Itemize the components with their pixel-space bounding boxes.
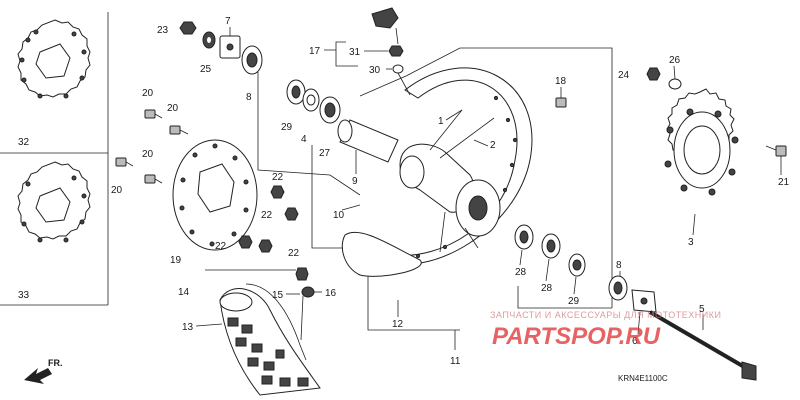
label-12: 12 <box>392 319 404 330</box>
nut-23[interactable] <box>179 21 197 35</box>
label-10: 10 <box>333 210 345 221</box>
rear-axle-5[interactable] <box>648 310 757 381</box>
alt-disc-inset <box>0 12 109 306</box>
label-9: 9 <box>352 176 358 187</box>
label-18: 18 <box>555 76 567 87</box>
label-33: 33 <box>18 290 30 301</box>
label-32: 32 <box>18 137 30 148</box>
label-13: 13 <box>182 322 194 333</box>
nut-22-b[interactable] <box>284 207 299 221</box>
tube-14[interactable] <box>205 269 307 361</box>
valve-washer-30[interactable] <box>392 64 404 74</box>
rim-lock-16[interactable] <box>300 286 315 341</box>
label-7: 7 <box>225 16 231 27</box>
collar-25[interactable] <box>202 31 216 49</box>
label-29-right: 29 <box>568 296 580 307</box>
washer-26[interactable] <box>668 78 682 90</box>
nut-22-d[interactable] <box>258 239 273 253</box>
valve-nut-15[interactable] <box>295 267 309 281</box>
label-8-right: 8 <box>616 260 622 271</box>
label-5: 5 <box>699 304 705 315</box>
label-22-a: 22 <box>272 172 284 183</box>
adjuster-6[interactable] <box>631 289 657 313</box>
label-22-c: 22 <box>215 241 227 252</box>
label-15: 15 <box>272 290 284 301</box>
label-3: 3 <box>688 237 694 248</box>
front-direction-arrow: FR. <box>24 358 63 384</box>
label-20-d: 20 <box>111 185 123 196</box>
bolt-20-a[interactable] <box>144 109 163 119</box>
bolt-18[interactable] <box>555 97 567 108</box>
diagram-code: KRN4E1100C <box>618 374 668 383</box>
nut-24[interactable] <box>646 67 661 81</box>
label-26: 26 <box>669 55 681 66</box>
label-20-a: 20 <box>142 88 154 99</box>
valve-cap-17[interactable] <box>371 7 399 29</box>
nut-22-a[interactable] <box>270 185 285 199</box>
label-21: 21 <box>778 177 790 188</box>
bearing-28-b[interactable] <box>541 233 561 259</box>
label-31: 31 <box>349 47 361 58</box>
label-20-b: 20 <box>167 103 179 114</box>
label-17: 17 <box>309 46 321 57</box>
label-2: 2 <box>490 140 496 151</box>
bearing-27[interactable] <box>319 96 341 124</box>
label-22-b: 22 <box>261 210 273 221</box>
label-25: 25 <box>200 64 212 75</box>
driven-sprocket-3[interactable] <box>664 88 739 196</box>
label-28-a: 28 <box>515 267 527 278</box>
bearing-28-a[interactable] <box>514 224 534 250</box>
brake-disc-32[interactable] <box>17 19 91 99</box>
label-16: 16 <box>325 288 337 299</box>
bearing-29-left[interactable] <box>286 79 306 105</box>
svg-text:FR.: FR. <box>48 358 63 368</box>
adjuster-block-7[interactable] <box>219 35 241 59</box>
tire-13[interactable] <box>219 288 321 396</box>
label-24: 24 <box>618 70 630 81</box>
bolt-20-b[interactable] <box>169 125 189 135</box>
rear-hub[interactable] <box>399 109 501 253</box>
valve-nut-31[interactable] <box>388 45 404 57</box>
label-1: 1 <box>438 116 444 127</box>
label-22-d: 22 <box>288 248 300 259</box>
bolt-21[interactable] <box>765 145 787 157</box>
collar-8-top[interactable] <box>241 45 263 75</box>
svg-text:PARTSPOP.RU: PARTSPOP.RU <box>492 323 661 350</box>
svg-text:ЗАПЧАСТИ И АКСЕССУАРЫ ДЛЯ МОТО: ЗАПЧАСТИ И АКСЕССУАРЫ ДЛЯ МОТОТЕХНИКИ <box>490 310 721 320</box>
label-29-left: 29 <box>281 122 293 133</box>
bolt-20-c[interactable] <box>144 174 163 184</box>
label-20-c: 20 <box>142 149 154 160</box>
label-14: 14 <box>178 287 190 298</box>
label-8-top: 8 <box>246 92 252 103</box>
bolt-20-d[interactable] <box>115 157 134 167</box>
bearing-29-right[interactable] <box>568 253 586 277</box>
label-30: 30 <box>369 65 381 76</box>
brake-disc-33[interactable] <box>17 161 91 243</box>
dust-seal-4[interactable] <box>302 88 320 112</box>
collar-8-right[interactable] <box>608 275 628 301</box>
nut-22-c[interactable] <box>238 235 253 249</box>
rear-brake-disc-19[interactable] <box>172 139 258 251</box>
label-11: 11 <box>450 356 461 367</box>
label-23: 23 <box>157 25 169 36</box>
label-19: 19 <box>170 255 182 266</box>
label-4: 4 <box>301 134 307 145</box>
label-6: 6 <box>632 336 638 347</box>
label-27: 27 <box>319 148 331 159</box>
distance-collar-9[interactable] <box>337 119 399 163</box>
label-28-b: 28 <box>541 283 553 294</box>
watermark: ЗАПЧАСТИ И АКСЕССУАРЫ ДЛЯ МОТОТЕХНИКИ PA… <box>490 310 721 350</box>
